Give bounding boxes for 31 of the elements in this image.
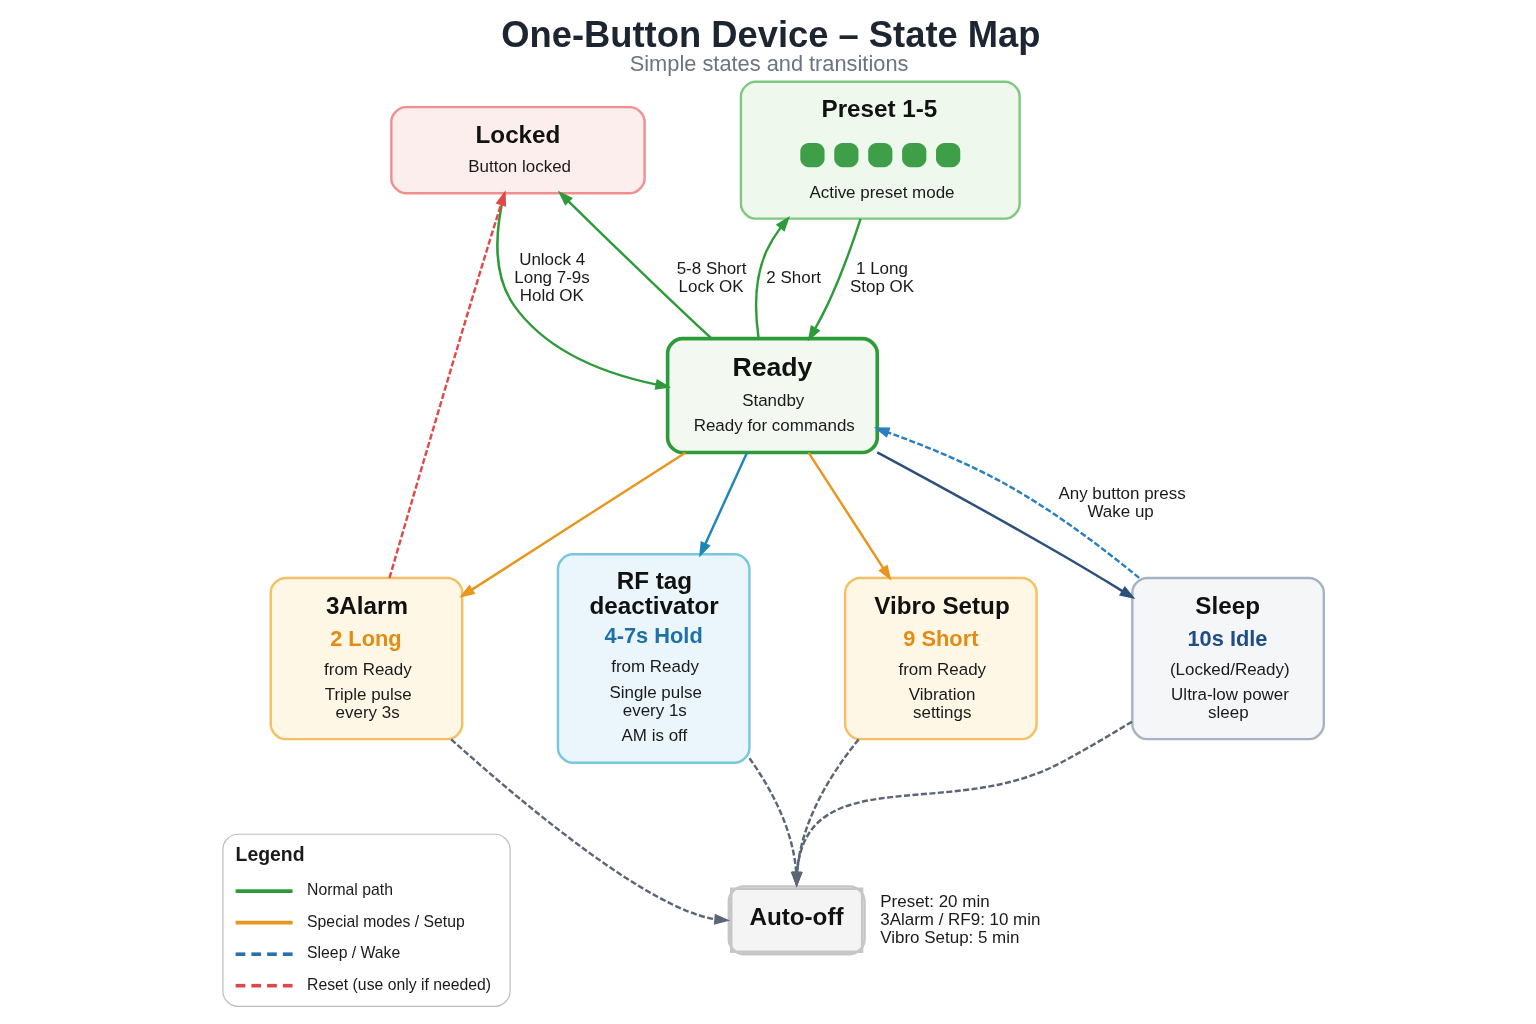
node-box: Locked Button locked: [389, 105, 646, 194]
edge-label: Any button press Wake up: [1057, 483, 1186, 521]
legend-label: Reset (use only if needed): [306, 975, 491, 993]
arrow: [495, 192, 671, 390]
arrow: [873, 426, 1140, 579]
legend-label: Special modes / Setup: [306, 912, 465, 930]
legend-label: Normal path: [306, 880, 393, 898]
node-label: Preset: 20 min: [879, 891, 990, 911]
arrow: [387, 189, 506, 578]
node-label: Vibro Setup: 5 min: [879, 927, 1019, 947]
edge-label: 2 Short: [765, 267, 821, 287]
node-label: 3Alarm / RF9: 10 min: [879, 909, 1040, 929]
node-box: RF tag deactivator 4-7s Hold from Ready Single pulse every 1s AM is off: [556, 552, 751, 764]
arrow: [458, 451, 686, 598]
arrow: [807, 217, 862, 341]
legend-label: Sleep / Wake: [306, 943, 400, 961]
arrow: [698, 451, 748, 558]
edge-label: 1 Long Stop OK: [849, 258, 914, 296]
arrow: [807, 451, 891, 581]
arrow: [557, 190, 712, 339]
node-box: Preset 1-5 Active preset mode: [739, 80, 1021, 220]
arrow: [876, 450, 1135, 599]
arrow: [754, 215, 790, 339]
node-box: Sleep 10s Idle (Locked/Ready) Ultra-low power sleep: [1130, 576, 1325, 740]
node-box: 3Alarm 2 Long from Ready Triple pulse every 3s: [269, 576, 463, 740]
arrow: [449, 737, 730, 925]
label: Legend: [235, 842, 305, 865]
edge-label: 5-8 Short Lock OK: [676, 258, 746, 296]
edge-label: Unlock 4 Long 7-9s Hold OK: [513, 249, 590, 305]
node-box: Ready Standby Ready for commands: [665, 336, 879, 454]
node-box: Vibro Setup 9 Short from Ready Vibration settings: [843, 576, 1038, 740]
